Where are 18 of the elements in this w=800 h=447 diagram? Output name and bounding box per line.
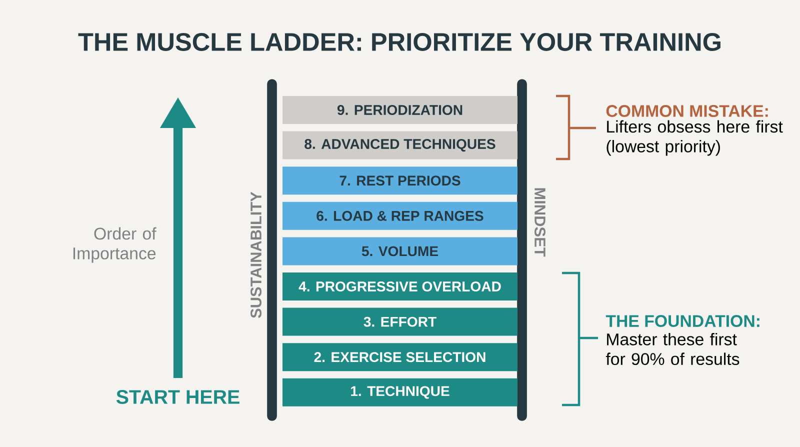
callout-heading: COMMON MISTAKE: bbox=[606, 105, 768, 117]
callout-heading: THE FOUNDATION: bbox=[606, 315, 760, 327]
callout-text: Master these first for 90% of results bbox=[606, 332, 740, 366]
callout-text: Lifters obsess here first (lowest priority) bbox=[606, 120, 783, 156]
ladder-rung: 2. EXERCISE SELECTION bbox=[282, 343, 518, 372]
ladder-rung: 5. VOLUME bbox=[282, 237, 518, 266]
title: THE MUSCLE LADDER: PRIORITIZE YOUR TRAINING bbox=[78, 33, 720, 51]
axis-label: Order of Importance bbox=[73, 227, 156, 263]
ladder-rung: 6. LOAD & REP RANGES bbox=[282, 202, 518, 230]
ladder-rung: 8. ADVANCED TECHNIQUES bbox=[282, 131, 518, 160]
ladder-rung: 3. EFFORT bbox=[282, 308, 518, 336]
side-label: SUSTAINABILITY bbox=[250, 192, 262, 318]
start-label: START HERE bbox=[116, 390, 240, 404]
side-label: MINDSET bbox=[534, 188, 546, 257]
ladder-rung: 1. TECHNIQUE bbox=[282, 378, 518, 406]
ladder-rung: 9. PERIODIZATION bbox=[282, 96, 518, 124]
ladder-rung: 4. PROGRESSIVE OVERLOAD bbox=[282, 272, 518, 300]
ladder-rung: 7. REST PERIODS bbox=[282, 166, 518, 195]
